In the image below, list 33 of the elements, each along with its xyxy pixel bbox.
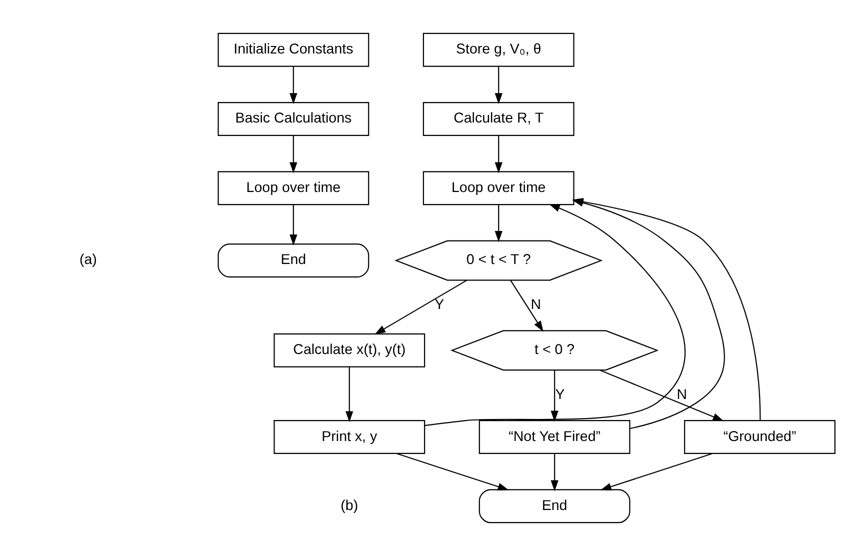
arrow (346, 366, 354, 422)
arrow (374, 280, 468, 334)
node-box: “Not Yet Fired” (478, 420, 630, 454)
arrow (424, 204, 686, 426)
edge-label: Y (555, 387, 565, 404)
arrow (600, 370, 724, 422)
node-box: Calculate x(t), y(t) (274, 333, 426, 368)
arrow (550, 454, 558, 492)
edge-label: N (530, 297, 542, 314)
arrow (494, 136, 502, 174)
arrow (396, 453, 509, 490)
node-box: Basic Calculations (218, 102, 370, 136)
edge-label: N (676, 387, 688, 404)
arrow (290, 204, 298, 246)
label: (a) (80, 252, 97, 268)
arrow (600, 453, 712, 490)
node-box: Store g, V₀, θ (422, 32, 574, 67)
node-box: “Grounded” (684, 420, 836, 454)
node-box: End (218, 243, 370, 278)
node-box: Print x, y (274, 420, 426, 454)
node-box: Loop over time (422, 171, 574, 206)
node-box: Loop over time (218, 171, 370, 206)
arrow (494, 66, 502, 104)
arrow (550, 370, 558, 422)
arrow (290, 136, 298, 174)
arrow (290, 66, 298, 104)
edge-label: Y (434, 297, 444, 314)
arrow (510, 280, 544, 332)
node-box: Calculate R, T (422, 102, 574, 136)
label: (b) (340, 498, 358, 514)
node-box: End (478, 489, 630, 524)
arrow (494, 204, 502, 242)
node-box: Initialize Constants (218, 32, 370, 67)
